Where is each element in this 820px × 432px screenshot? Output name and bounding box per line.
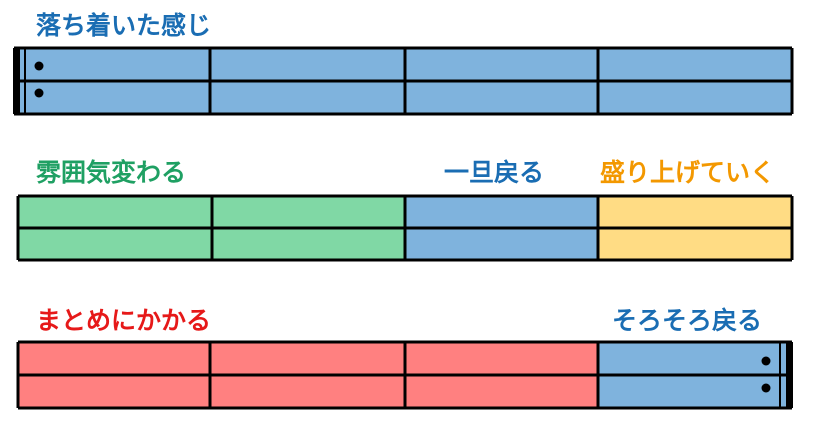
row1-section-label: 落ち着いた感じ [36, 11, 212, 40]
repeat-start-dot-upper [34, 61, 44, 71]
row2-section-label-right: 盛り上げていく [600, 158, 776, 187]
row1-staff [13, 46, 794, 116]
row2-staff [16, 194, 794, 262]
repeat-end-dot-lower [761, 383, 771, 393]
row2-section-label-left: 雰囲気変わる [36, 158, 187, 187]
row2-section-label-middle: 一旦戻る [444, 158, 545, 187]
repeat-start-dot-lower [34, 88, 44, 98]
row3-staff [16, 340, 793, 410]
repeat-end-dot-upper [761, 356, 771, 366]
row3-section-label-left: まとめにかかる [36, 306, 212, 335]
repeat-end-thick-bar [786, 342, 793, 408]
repeat-start-thick-bar [13, 48, 20, 114]
row3-section-label-right: そろそろ戻る [612, 306, 763, 335]
